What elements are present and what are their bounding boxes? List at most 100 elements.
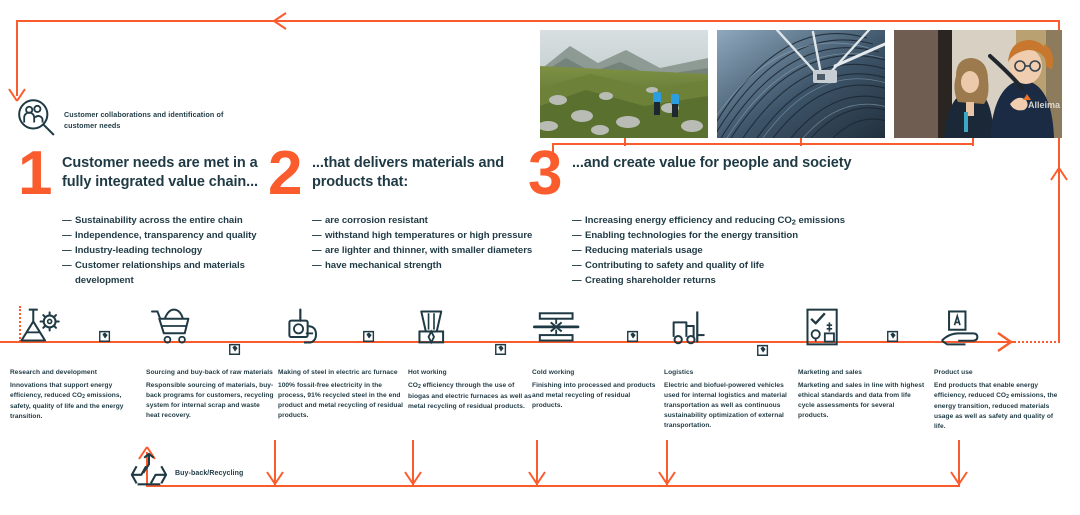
bullet-text: Enabling technologies for the energy tra… [585, 230, 798, 242]
dash-marker: — [312, 245, 322, 257]
buyback-drop-line [412, 440, 414, 486]
photo3-connector-down [972, 138, 974, 146]
photo-solar-thermal-collectors [717, 30, 885, 138]
process-step-cold-working: Cold working Finishing into processed an… [532, 306, 660, 411]
section-2: 2 ...that delivers materials and product… [268, 139, 532, 274]
buyback-drop-arrowhead [528, 471, 546, 485]
step-title: Making of steel in electric arc furnace [278, 369, 398, 376]
recycle-marker-icon [756, 343, 770, 362]
section-3-number: 3 [528, 139, 562, 208]
list-item: —Increasing energy efficiency and reduci… [572, 214, 928, 229]
buyback-drop-line [666, 440, 668, 486]
buyback-drop-arrowhead [950, 471, 968, 485]
list-item: —Customer relationships and materials de… [62, 259, 268, 289]
step-title: Product use [934, 369, 973, 376]
customer-node-label: Customer collaborations and identificati… [64, 110, 224, 130]
forklift-icon [664, 306, 792, 346]
step-title: Sourcing and buy-back of raw materials [146, 369, 273, 376]
section-1-number: 1 [18, 139, 52, 208]
bullet-text: withstand high temperatures or high pres… [325, 230, 533, 242]
step-title: Hot working [408, 369, 447, 376]
dash-marker: — [62, 215, 72, 227]
bullet-text: Increasing energy efficiency and reducin… [585, 215, 845, 227]
photo1-connector-down [624, 138, 626, 146]
section-2-number: 2 [268, 139, 302, 208]
step-body: Electric and biofuel-powered vehicles us… [664, 382, 787, 429]
recycling-triangle-icon [128, 452, 168, 495]
step-title: Research and development [10, 369, 97, 376]
section-1-header: 1 Customer needs are met in a fully inte… [18, 139, 268, 208]
process-step-sourcing-and-buy-back: Sourcing and buy-back of raw materials R… [146, 306, 274, 421]
dash-marker: — [572, 259, 582, 271]
step-body: 100% fossil-free electricity in the proc… [278, 382, 404, 420]
section3-connector-elbow [552, 143, 626, 145]
furnace-icon [278, 306, 406, 346]
bullet-text: Sustainability across the entire chain [75, 215, 243, 227]
section-1-bullets: —Sustainability across the entire chain … [62, 214, 268, 288]
photo-two-people-talking: Alleima [894, 30, 1062, 138]
step-title: Marketing and sales [798, 369, 862, 376]
buyback-label: Buy-back/Recycling [175, 470, 244, 477]
bullet-text: Industry-leading technology [75, 245, 203, 257]
document-checklist-icon [798, 306, 926, 346]
hot-working-press-icon [408, 306, 536, 346]
dash-marker: — [62, 245, 72, 257]
process-step-logistics: Logistics Electric and biofuel-powered v… [664, 306, 792, 431]
step-body: Finishing into processed and products an… [532, 382, 656, 410]
list-item: —withstand high temperatures or high pre… [312, 229, 532, 244]
step-title: Cold working [532, 369, 575, 376]
customer-node-arrowhead-down [8, 88, 26, 102]
step-body: Marketing and sales in line with highest… [798, 382, 925, 420]
section-3-title: ...and create value for people and socie… [572, 155, 852, 171]
chain-end-dotted-link [1014, 341, 1060, 343]
recycle-marker-icon [362, 329, 376, 348]
process-step-research-and-development: Research and development Innovations tha… [10, 306, 138, 422]
buyback-drop-line [536, 440, 538, 486]
customer-collaboration-node: Customer collaborations and identificati… [16, 98, 276, 143]
dash-marker: — [572, 215, 582, 227]
buyback-recycling-node: Buy-back/Recycling [128, 452, 243, 495]
recycle-marker-icon [626, 329, 640, 348]
photo2-connector-down [800, 138, 802, 146]
photo-connector-horizontal [624, 143, 974, 145]
top-return-arrowhead-left [273, 12, 287, 30]
chain-start-dotted-riser [19, 306, 21, 342]
top-return-line-down-left [16, 20, 18, 96]
right-riser-arrowhead-up [1050, 167, 1068, 181]
buyback-drop-arrowhead [266, 471, 284, 485]
list-item: —have mechanical strength [312, 259, 528, 274]
dash-marker: — [62, 259, 72, 271]
process-step-hot-working: Hot working CO2 efficiency through the u… [408, 306, 536, 412]
recycle-marker-icon [228, 342, 242, 361]
buyback-drop-arrowhead [658, 471, 676, 485]
process-step-product-use: Product use End products that enable ene… [934, 306, 1062, 432]
recycle-marker-icon [494, 342, 508, 361]
process-step-marketing-and-sales: Marketing and sales Marketing and sales … [798, 306, 926, 421]
section-3-header: 3 ...and create value for people and soc… [528, 139, 928, 208]
bullet-text: are lighter and thinner, with smaller di… [325, 245, 533, 257]
list-item: —are lighter and thinner, with smaller d… [312, 244, 532, 259]
dash-marker: — [312, 259, 322, 271]
shopping-cart-icon [146, 306, 274, 346]
dash-marker: — [572, 245, 582, 257]
step-body: End products that enable energy efficien… [934, 382, 1058, 430]
bullet-text: Independence, transparency and quality [75, 230, 257, 242]
process-step-making-of-steel: Making of steel in electric arc furnace … [278, 306, 406, 421]
section-3-bullets: —Increasing energy efficiency and reduci… [572, 214, 928, 288]
section3-connector-stem [552, 143, 554, 163]
dash-marker: — [312, 215, 322, 227]
dash-marker: — [62, 230, 72, 242]
customer-magnifier-icon [16, 98, 56, 143]
bullet-text: Reducing materials usage [585, 245, 703, 257]
chain-end-arrowhead [997, 332, 1014, 352]
buyback-return-line [146, 485, 960, 487]
list-item: —Enabling technologies for the energy tr… [572, 229, 928, 244]
dash-marker: — [312, 230, 322, 242]
dash-marker: — [572, 274, 582, 286]
process-chain-line [0, 341, 1015, 343]
section-3: 3 ...and create value for people and soc… [528, 139, 928, 289]
section-2-title: ...that delivers materials and products … [312, 155, 505, 191]
section-1: 1 Customer needs are met in a fully inte… [18, 139, 268, 289]
rolling-mill-icon [532, 306, 660, 346]
hand-product-icon [934, 306, 1062, 346]
